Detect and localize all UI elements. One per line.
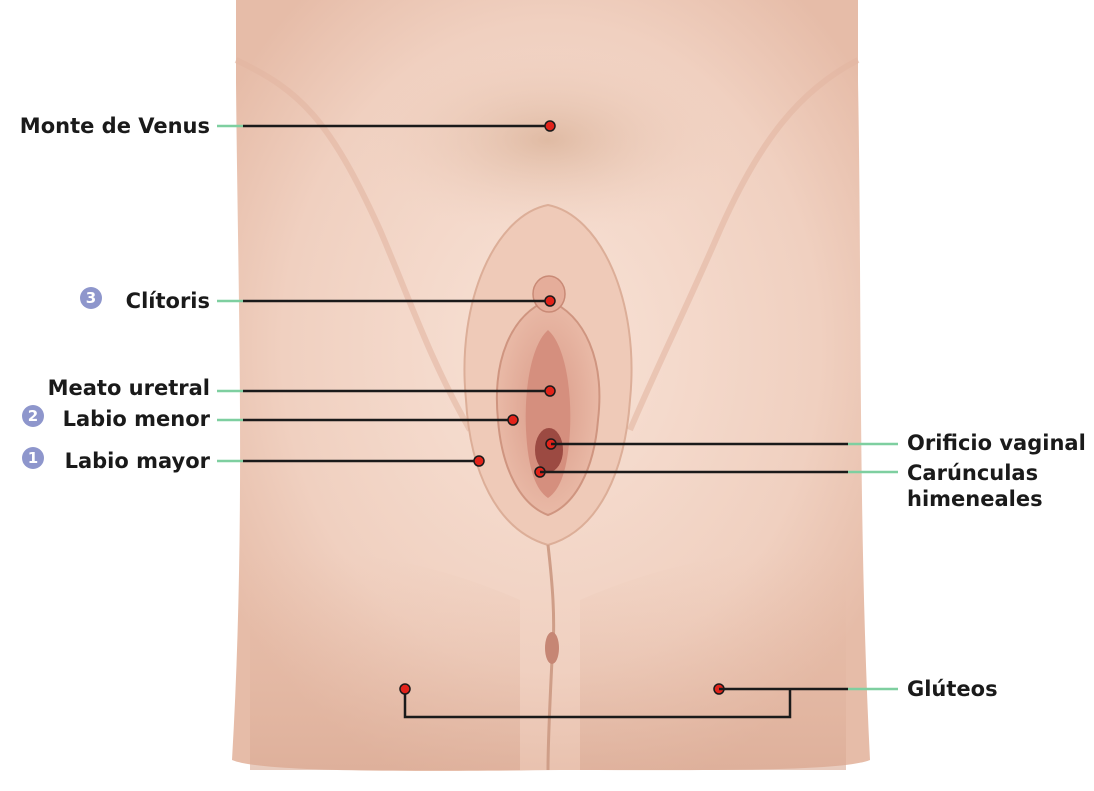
badge-labia-minora: 2: [22, 405, 44, 427]
gluteus-bracket: [405, 689, 790, 717]
badge-labia-majora: 1: [22, 447, 44, 469]
label-vaginal-orifice: Orificio vaginal: [907, 431, 1086, 455]
label-mons: Monte de Venus: [20, 114, 210, 138]
label-buttocks: Glúteos: [907, 677, 998, 701]
labia-majora-marker: [474, 456, 484, 466]
label-meatus: Meato uretral: [48, 376, 210, 400]
label-clitoris: Clítoris: [126, 289, 210, 313]
label-labia-majora: Labio mayor: [65, 449, 210, 473]
meatus-marker: [545, 386, 555, 396]
clitoris-marker: [545, 296, 555, 306]
labia-minora-marker: [508, 415, 518, 425]
label-caruncles-line2: himeneales: [907, 487, 1043, 511]
left-gluteus-marker: [400, 684, 410, 694]
badge-clitoris: 3: [80, 287, 102, 309]
label-labia-minora: Labio menor: [63, 407, 210, 431]
mons-marker: [545, 121, 555, 131]
label-caruncles-line1: Carúnculas: [907, 461, 1038, 485]
